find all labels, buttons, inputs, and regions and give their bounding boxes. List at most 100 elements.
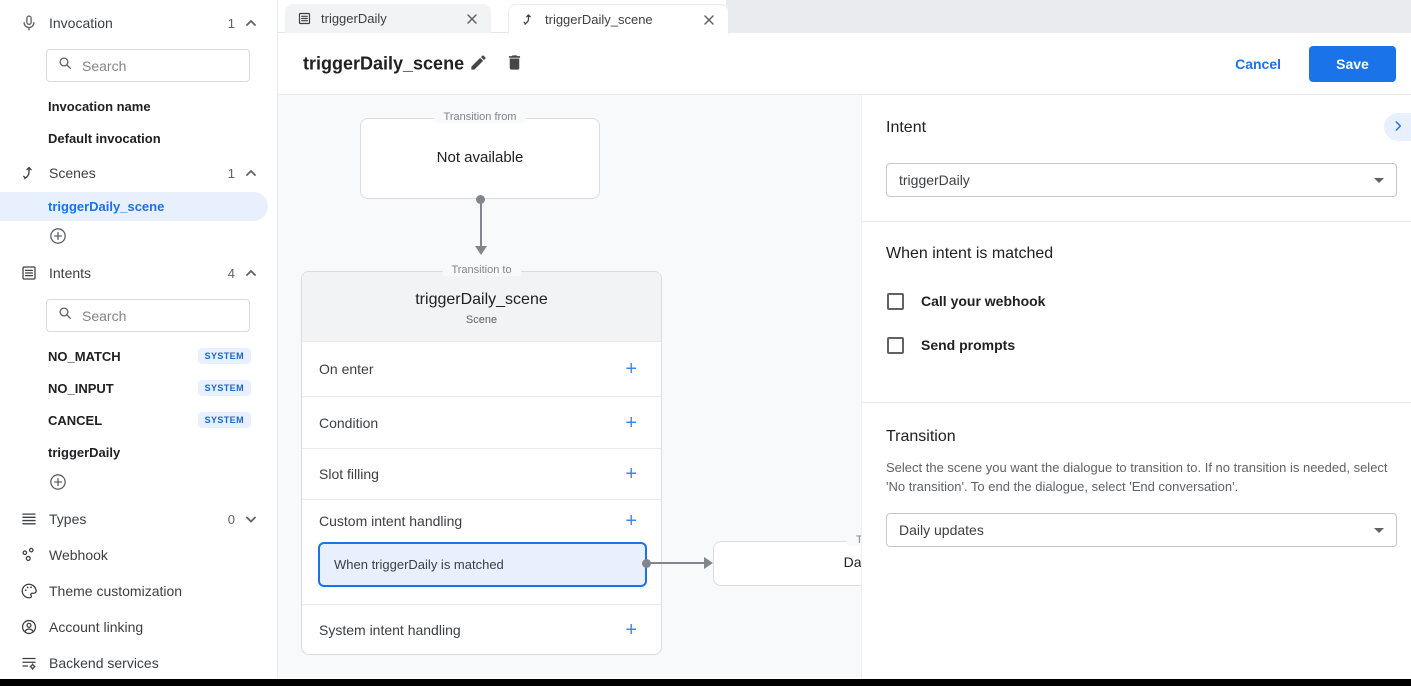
add-circle-icon bbox=[48, 226, 68, 251]
scene-split-icon bbox=[521, 12, 536, 27]
add-intent-button[interactable] bbox=[0, 473, 277, 495]
section-label: System intent handling bbox=[319, 622, 461, 638]
add-icon[interactable] bbox=[625, 620, 637, 640]
system-badge: SYSTEM bbox=[197, 348, 251, 364]
intent-heading: Intent bbox=[886, 119, 927, 136]
collapse-panel-button[interactable] bbox=[1384, 113, 1411, 141]
when-intent-matched-heading: When intent is matched bbox=[886, 245, 1054, 262]
save-button[interactable]: Save bbox=[1309, 46, 1396, 82]
section-count: 0 bbox=[227, 511, 235, 527]
sidebar-section-invocation[interactable]: Invocation 1 bbox=[0, 11, 277, 35]
section-label: Invocation bbox=[49, 15, 113, 31]
item-label: Theme customization bbox=[49, 583, 183, 599]
custom-intent-handling-row[interactable]: Custom intent handling bbox=[302, 500, 661, 542]
chevron-down-icon[interactable] bbox=[245, 513, 257, 525]
call-webhook-checkbox-row[interactable]: Call your webhook bbox=[887, 290, 1045, 312]
transition-to-label: Transition to bbox=[442, 264, 521, 276]
checkbox-unchecked-icon[interactable] bbox=[887, 336, 904, 354]
scene-section-slot-filling[interactable]: Slot filling bbox=[302, 448, 661, 499]
item-label: Account linking bbox=[49, 619, 144, 635]
sidebar-item-account-linking[interactable]: Account linking bbox=[0, 615, 277, 639]
tab-triggerdaily-scene[interactable]: triggerDaily_scene bbox=[508, 4, 729, 34]
intents-search-input[interactable] bbox=[82, 307, 239, 324]
arrow-right-icon bbox=[704, 557, 713, 569]
intent-select[interactable]: triggerDaily bbox=[886, 163, 1397, 197]
add-icon[interactable] bbox=[625, 511, 637, 531]
add-scene-button[interactable] bbox=[0, 227, 277, 249]
item-label: CANCEL bbox=[48, 412, 103, 428]
add-icon[interactable] bbox=[625, 464, 637, 484]
sidebar-item-backend-services[interactable]: Backend services bbox=[0, 651, 277, 675]
section-label: On enter bbox=[319, 361, 374, 377]
sidebar-item-cancel[interactable]: CANCEL SYSTEM bbox=[0, 409, 277, 431]
scene-section-custom-intent-handling: Custom intent handling When triggerDaily… bbox=[302, 499, 661, 604]
cancel-button[interactable]: Cancel bbox=[1235, 55, 1281, 72]
delete-scene-button[interactable] bbox=[500, 50, 528, 78]
matched-intent-item-selected[interactable]: When triggerDaily is matched bbox=[318, 542, 647, 587]
scene-card-subtitle: Scene bbox=[465, 314, 498, 326]
section-label: Condition bbox=[319, 414, 379, 431]
close-icon[interactable] bbox=[702, 13, 716, 27]
sidebar: Invocation 1 Invocation name Default inv… bbox=[0, 0, 278, 679]
transition-from-value: Not available bbox=[436, 149, 524, 166]
section-count: 1 bbox=[227, 165, 235, 181]
sidebar-item-invocation-name[interactable]: Invocation name bbox=[0, 95, 277, 117]
scene-card-header: triggerDaily_scene Scene bbox=[302, 272, 661, 341]
item-label: Default invocation bbox=[48, 130, 161, 146]
checkbox-unchecked-icon[interactable] bbox=[887, 292, 904, 310]
item-label: triggerDaily_scene bbox=[48, 199, 165, 214]
transition-select[interactable]: Daily updates bbox=[886, 513, 1397, 547]
sidebar-item-no-input[interactable]: NO_INPUT SYSTEM bbox=[0, 377, 277, 399]
sidebar-item-triggerdaily[interactable]: triggerDaily bbox=[0, 441, 277, 463]
invocation-search-input[interactable] bbox=[82, 57, 239, 74]
section-count: 1 bbox=[227, 15, 235, 31]
section-label: Intents bbox=[49, 265, 92, 281]
transition-target-card[interactable]: Transition to Daily updates bbox=[713, 534, 861, 586]
matched-intent-label: When triggerDaily is matched bbox=[334, 557, 504, 572]
sidebar-item-triggerdaily-scene-selected[interactable]: triggerDaily_scene bbox=[0, 192, 268, 221]
sidebar-item-theme-customization[interactable]: Theme customization bbox=[0, 579, 277, 603]
add-icon[interactable] bbox=[625, 359, 637, 379]
intents-search bbox=[46, 299, 250, 332]
webhook-nodes-icon bbox=[20, 546, 38, 564]
section-label: Types bbox=[49, 511, 87, 527]
chevron-up-icon[interactable] bbox=[245, 17, 257, 29]
edit-scene-button[interactable] bbox=[464, 50, 492, 78]
divider bbox=[862, 221, 1411, 222]
scene-card: Transition to triggerDaily_scene Scene O… bbox=[301, 264, 662, 655]
palette-icon bbox=[20, 582, 38, 600]
sidebar-item-default-invocation[interactable]: Default invocation bbox=[0, 127, 277, 149]
intent-list-icon bbox=[20, 264, 38, 282]
tab-triggerdaily[interactable]: triggerDaily bbox=[285, 4, 491, 33]
sidebar-item-no-match[interactable]: NO_MATCH SYSTEM bbox=[0, 345, 277, 367]
sidebar-section-scenes[interactable]: Scenes 1 bbox=[0, 161, 277, 185]
connector-line bbox=[480, 203, 482, 247]
divider bbox=[862, 402, 1411, 403]
account-circle-icon bbox=[20, 618, 38, 636]
transition-target-value: Daily updates bbox=[843, 554, 861, 570]
scene-section-on-enter[interactable]: On enter bbox=[302, 341, 661, 396]
scene-diagram-canvas[interactable]: Transition from Not available Transition… bbox=[278, 95, 861, 678]
sidebar-section-types[interactable]: Types 0 bbox=[0, 507, 277, 531]
close-icon[interactable] bbox=[465, 12, 479, 26]
arrow-down-icon bbox=[475, 246, 487, 255]
checkbox-label: Call your webhook bbox=[921, 293, 1046, 309]
scene-section-condition[interactable]: Condition bbox=[302, 396, 661, 448]
intent-detail-panel: Intent triggerDaily When intent is match… bbox=[861, 95, 1411, 678]
section-label: Scenes bbox=[49, 165, 96, 181]
tab-strip-filler bbox=[726, 0, 1411, 33]
sidebar-item-webhook[interactable]: Webhook bbox=[0, 543, 277, 567]
transition-description: Select the scene you want the dialogue t… bbox=[886, 460, 1388, 494]
transition-select-value: Daily updates bbox=[899, 522, 984, 538]
scene-section-system-intent-handling[interactable]: System intent handling bbox=[302, 604, 661, 655]
section-count: 4 bbox=[227, 265, 235, 281]
intent-select-value: triggerDaily bbox=[899, 172, 970, 188]
search-icon bbox=[57, 55, 82, 76]
chevron-up-icon[interactable] bbox=[245, 267, 257, 279]
checkbox-label: Send prompts bbox=[921, 337, 1016, 353]
sidebar-section-intents[interactable]: Intents 4 bbox=[0, 261, 277, 285]
chevron-up-icon[interactable] bbox=[245, 167, 257, 179]
add-icon[interactable] bbox=[625, 413, 637, 433]
send-prompts-checkbox-row[interactable]: Send prompts bbox=[887, 334, 1015, 356]
